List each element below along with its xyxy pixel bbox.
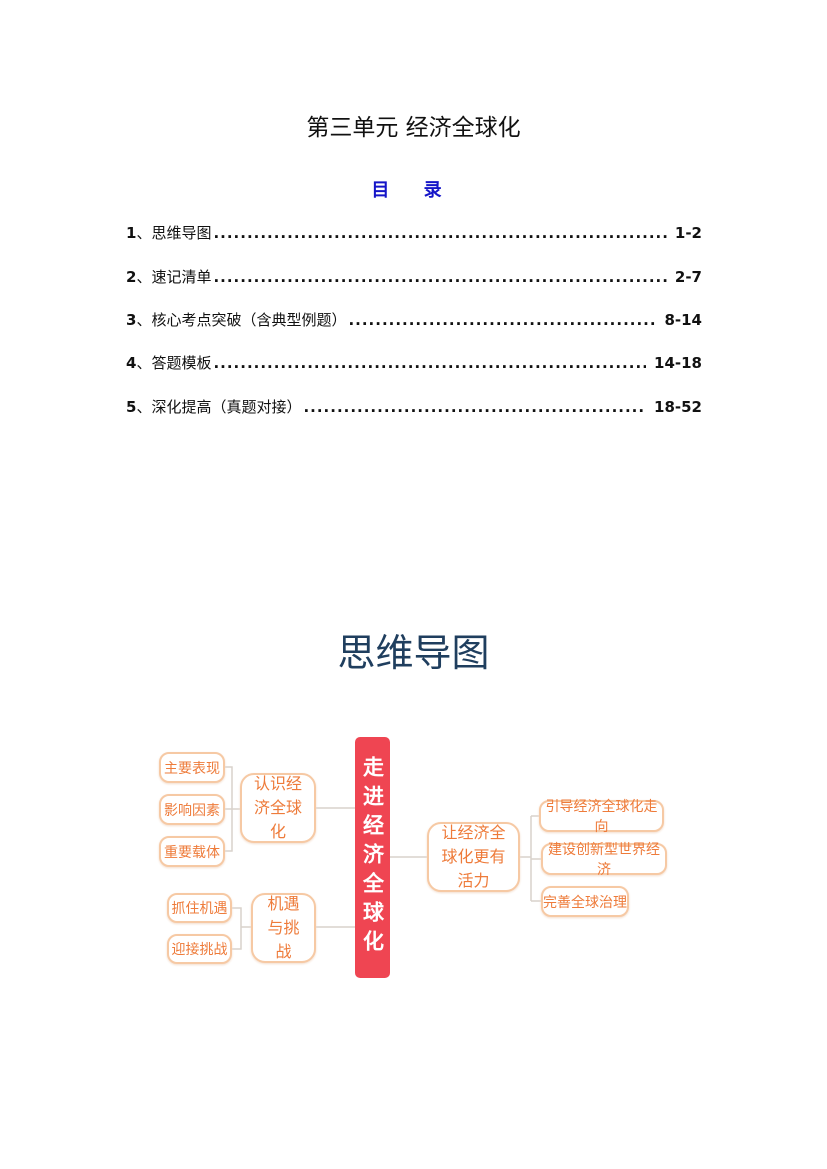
toc-label: 、速记清单 bbox=[136, 268, 212, 286]
toc-heading: 目 录 bbox=[371, 180, 456, 201]
toc-num: 1 bbox=[126, 224, 137, 242]
toc-label: 、答题模板 bbox=[136, 354, 212, 372]
toc-num: 5 bbox=[126, 398, 137, 416]
toc-item[interactable]: 3、核心考点突破（含典型例题） 8-14 bbox=[126, 309, 702, 330]
toc-label: 、核心考点突破（含典型例题） bbox=[136, 311, 347, 329]
leaf-node: 影响因素 bbox=[159, 794, 225, 825]
toc-item[interactable]: 2、速记清单 2-7 bbox=[126, 266, 702, 287]
toc-label: 、思维导图 bbox=[136, 224, 212, 242]
unit-title: 第三单元 经济全球化 bbox=[306, 115, 521, 141]
leaf-node: 迎接挑战 bbox=[167, 934, 232, 964]
toc-pages: 2-7 bbox=[674, 268, 702, 286]
leaf-node: 重要载体 bbox=[159, 836, 225, 867]
toc-item[interactable]: 1、思维导图 1-2 bbox=[126, 222, 702, 243]
toc-pages: 14-18 bbox=[654, 354, 702, 372]
leaf-node: 抓住机遇 bbox=[167, 893, 232, 923]
toc-pages: 1-2 bbox=[674, 224, 702, 242]
toc-num: 3 bbox=[126, 311, 137, 329]
mindmap-heading: 思维导图 bbox=[337, 631, 490, 675]
toc-num: 4 bbox=[126, 354, 137, 372]
leaf-node: 引导经济全球化走向 bbox=[539, 799, 664, 835]
toc-pages: 8-14 bbox=[664, 311, 702, 329]
leaf-node: 建设创新型世界经济 bbox=[541, 842, 667, 878]
leaf-node: 完善全球治理 bbox=[541, 886, 629, 917]
toc-label: 、深化提高（真题对接） bbox=[136, 398, 302, 416]
leaf-node: 主要表现 bbox=[159, 752, 225, 783]
mindmap-root: 走进经济全球化 bbox=[355, 737, 390, 978]
toc-num: 2 bbox=[126, 268, 137, 286]
branch-node: 让经济全球化更有活力 bbox=[427, 822, 520, 892]
toc-pages: 18-52 bbox=[654, 398, 702, 416]
branch-node: 认识经济全球化 bbox=[240, 773, 316, 843]
toc-item[interactable]: 5、深化提高（真题对接） 18-52 bbox=[126, 396, 702, 417]
branch-node: 机遇与挑战 bbox=[251, 893, 316, 963]
toc-item[interactable]: 4、答题模板 14-18 bbox=[126, 352, 702, 373]
